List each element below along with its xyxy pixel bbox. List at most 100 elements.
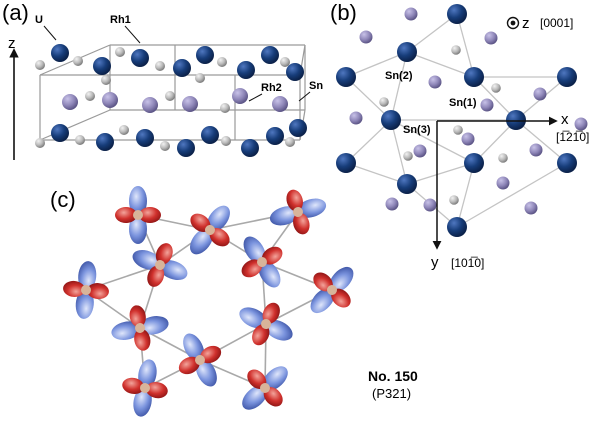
rh-atom [379, 97, 389, 107]
panel-b-label: (b) [330, 0, 357, 25]
f-orbital [242, 366, 288, 410]
u-atom [506, 110, 526, 130]
u-atom [237, 61, 255, 79]
rh-atom [498, 153, 508, 163]
f-orbital [178, 333, 222, 387]
panel-a-atoms [35, 44, 307, 157]
orbital-lobe-red [86, 283, 109, 300]
orbital-lobe-red [115, 207, 137, 223]
bond [406, 162, 475, 185]
orbital-core [293, 207, 303, 217]
leader-sn [298, 91, 311, 102]
orbital-lobe-blue [129, 214, 147, 244]
u-atom [196, 46, 214, 64]
u-atom [136, 129, 154, 147]
atom-label-sn: Sn [309, 80, 323, 92]
orbital-lobe-red [134, 328, 151, 351]
orbital-core [261, 319, 271, 329]
orbital-lobe-blue [183, 333, 205, 362]
u-atom [177, 139, 195, 157]
u-atom [173, 59, 191, 77]
orbital-lobe-blue [138, 359, 157, 390]
orbital-lobe-red [209, 228, 230, 247]
sn-atom [574, 117, 588, 131]
space-group-number: No. 150 [368, 368, 418, 384]
orbital-lobe-red [190, 213, 211, 232]
orbital-lobe-blue [296, 198, 327, 218]
sn-atom [423, 198, 437, 212]
rh-atom [451, 45, 461, 55]
sn-atom [62, 94, 78, 110]
orbital-lobe-red [200, 345, 222, 364]
bond [456, 13, 475, 78]
panel-b-atoms [336, 4, 588, 237]
orbital-lobe-blue [258, 260, 281, 288]
u-atom [464, 67, 484, 87]
u-atom [557, 67, 577, 87]
orbital-lobe-blue [132, 250, 162, 270]
orbital-lobe-blue [239, 307, 268, 329]
u-atom [241, 139, 259, 157]
panel-b-y-direction: [101̅0] [451, 256, 484, 270]
rh-atom [195, 73, 205, 83]
sn-atom [484, 31, 498, 45]
u-atom [131, 49, 149, 67]
panel-b-z-axis-label: z [522, 15, 530, 32]
u-atom [286, 63, 304, 81]
f-orbital [111, 305, 169, 351]
orbital-lobe-red [293, 212, 310, 235]
orbital-lobe-blue [111, 321, 142, 340]
orbital-lobe-blue [158, 260, 188, 280]
panel-a-z-axis-label: z [8, 35, 16, 52]
f-orbital [310, 266, 354, 314]
orbital-core [260, 383, 270, 393]
sn-atom [524, 201, 538, 215]
f-orbital [63, 261, 109, 319]
rh-atom [453, 125, 463, 135]
orbital-lobe-red [286, 189, 303, 212]
bond [390, 119, 475, 164]
panel-c-orbital-network [63, 186, 354, 417]
orbital-core [81, 285, 91, 295]
sn-atom [529, 143, 543, 157]
panel-c-orbitals [63, 186, 354, 417]
bond [390, 119, 408, 185]
u-atom [289, 119, 307, 137]
site-label-sn1: Sn(1) [449, 97, 477, 109]
atom-label-u: U [35, 14, 43, 26]
rh-atom [280, 57, 290, 67]
sn-atom [480, 98, 494, 112]
orbital-lobe-blue [129, 186, 147, 216]
rh-atom [119, 125, 129, 135]
orbital-lobe-blue [242, 385, 268, 410]
sn-atom [142, 97, 158, 113]
panel-b-z-direction: [0001] [540, 16, 573, 30]
u-atom [336, 153, 356, 173]
panel-b-x-direction: [1̅21̅0] [556, 130, 589, 144]
orbital-core [195, 355, 205, 365]
rh-atom [217, 57, 227, 67]
orbital-lobe-red [263, 387, 283, 407]
sn-atom [428, 75, 442, 89]
orbital-lobe-red [129, 305, 146, 328]
f-orbital [122, 359, 168, 417]
orbital-lobe-blue [195, 358, 217, 387]
sn-atom [102, 92, 118, 108]
bond [456, 162, 475, 228]
rh-atom [75, 135, 85, 145]
rh-atom [165, 91, 175, 101]
u-atom [397, 174, 417, 194]
u-atom [381, 110, 401, 130]
u-atom [201, 126, 219, 144]
bond [515, 119, 568, 164]
orbital-core [257, 257, 267, 267]
site-label-sn3: Sn(3) [403, 124, 431, 136]
orbital-lobe-blue [329, 266, 354, 293]
rh-atom [160, 141, 170, 151]
sn-atom [182, 96, 198, 112]
orbital-lobe-blue [310, 287, 335, 314]
bond [406, 13, 458, 53]
orbital-core [205, 225, 215, 235]
bond [456, 162, 568, 228]
